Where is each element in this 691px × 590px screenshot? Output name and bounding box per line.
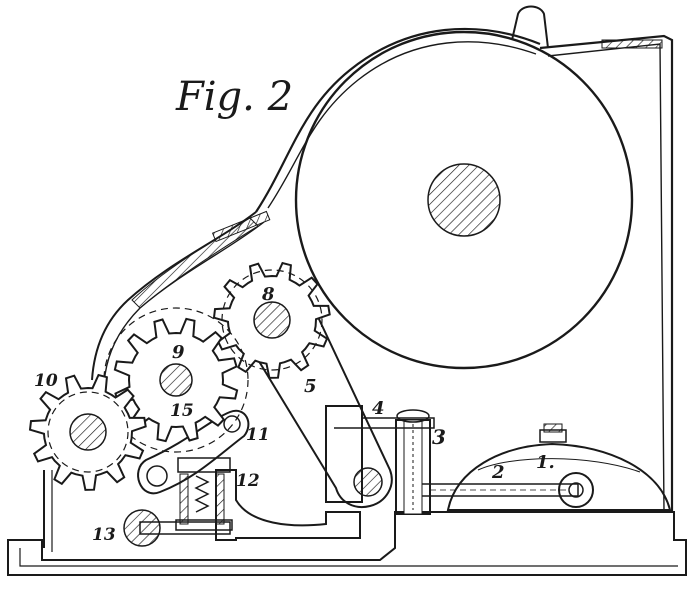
label-2: 2 [491,462,505,483]
gear-8 [212,261,331,379]
gear-8-hub [253,301,291,339]
base-plate [7,511,687,576]
spring-block-12 [175,457,361,541]
weight-13 [123,509,231,547]
label-4: 4 [372,398,385,419]
large-disc [294,30,634,370]
gear-9 [103,307,249,453]
label-10: 10 [34,371,58,391]
label-15: 15 [170,401,194,421]
gear-10 [28,373,147,491]
label-13: 13 [92,525,116,545]
label-1: 1. [536,452,555,473]
gear-10-hub [69,413,107,451]
dome-bell [446,423,672,511]
label-5: 5 [304,376,317,397]
label-3: 3 [432,425,446,449]
knob-handle [511,5,549,49]
figure-title: Fig. 2 [175,74,293,120]
housing [43,27,674,552]
rod-2 [415,483,579,497]
gear-9-pitch-circle [103,307,249,453]
lever-5 [238,298,393,508]
gear-8-pitch-circle [221,269,323,371]
gear-10-pitch-circle [47,391,129,473]
gears [28,261,331,491]
post-3 [361,409,435,515]
gear-9-hub [159,363,193,397]
label-8: 8 [261,284,275,305]
label-9: 9 [172,342,185,363]
label-11: 11 [246,425,270,445]
label-12: 12 [236,471,260,491]
link-11 [137,409,250,495]
